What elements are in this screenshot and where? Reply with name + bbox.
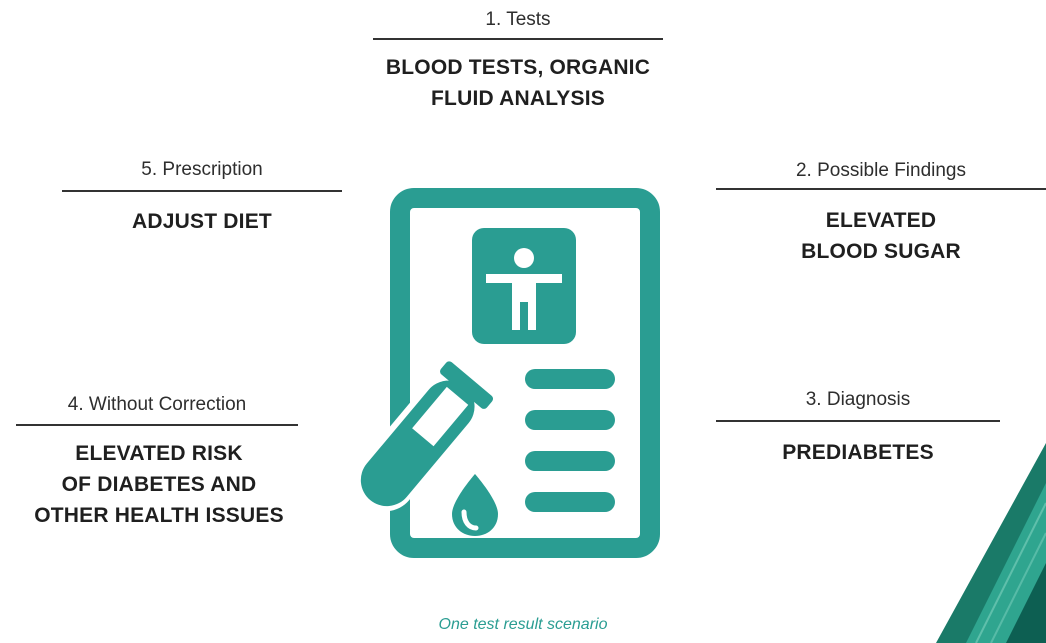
step-2-label: 2. Possible Findings — [795, 160, 967, 181]
step-3-detail: PREDIABETES — [782, 441, 934, 464]
step-2-rule — [716, 188, 1046, 190]
medical-report-icon — [354, 188, 660, 558]
step-2-detail: ELEVATED BLOOD SUGAR — [801, 209, 961, 263]
person-icon — [472, 228, 576, 344]
step-5-label: 5. Prescription — [141, 159, 263, 180]
step-5-detail: ADJUST DIET — [132, 210, 272, 233]
caption: One test result scenario — [438, 616, 608, 633]
step-1-rule — [373, 38, 663, 40]
step-4-rule — [16, 424, 298, 426]
step-4-label: 4. Without Correction — [67, 394, 247, 415]
test-tube-icon — [360, 361, 494, 507]
step-1-label: 1. Tests — [485, 9, 551, 30]
document-outline — [390, 188, 660, 558]
step-1-detail: BLOOD TESTS, ORGANIC FLUID ANALYSIS — [385, 56, 651, 110]
step-4-detail: ELEVATED RISK OF DIABETES AND OTHER HEAL… — [34, 442, 284, 527]
blood-drop-icon — [452, 474, 498, 536]
step-5-rule — [62, 190, 342, 192]
report-lines — [525, 369, 615, 512]
step-3-label: 3. Diagnosis — [805, 389, 911, 410]
corner-decoration — [936, 443, 1046, 643]
step-3-rule — [716, 420, 1000, 422]
